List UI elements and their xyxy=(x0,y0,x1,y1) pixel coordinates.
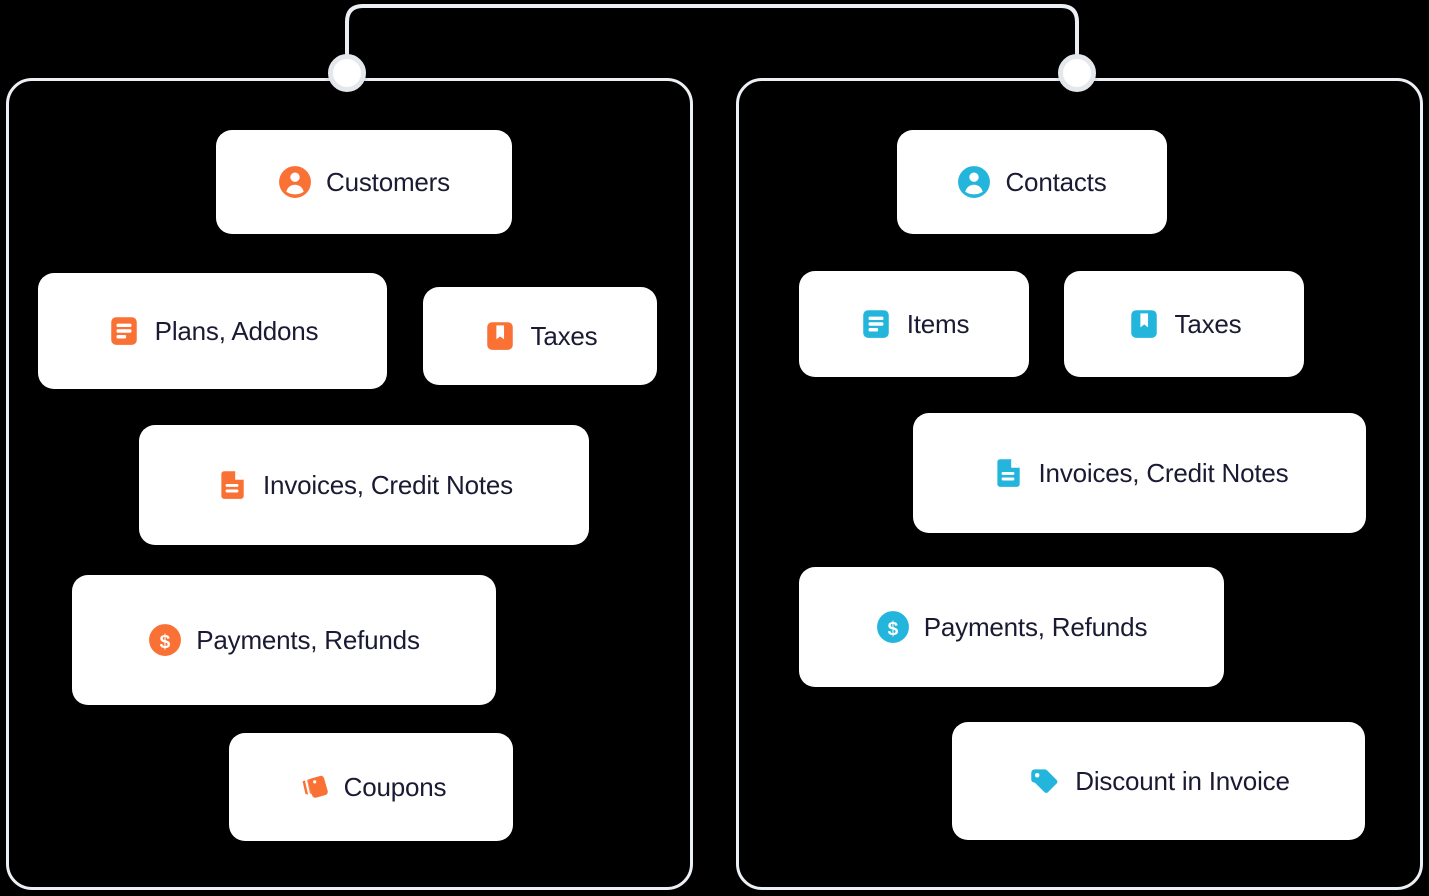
top-bracket-path xyxy=(345,4,1079,75)
card-label: Taxes xyxy=(1174,309,1242,339)
card-invoices-credit-notes-right[interactable]: Invoices, Credit Notes xyxy=(913,413,1366,533)
plans-addons-icon xyxy=(110,317,137,345)
customers-icon xyxy=(279,166,311,198)
contacts-icon xyxy=(958,166,991,198)
items-icon xyxy=(862,310,889,338)
card-label: Taxes xyxy=(530,321,598,351)
card-label: Coupons xyxy=(343,772,447,802)
card-label: Payments, Refunds xyxy=(196,625,420,655)
discount-in-invoice-icon xyxy=(1031,769,1058,793)
payments-refunds-icon: $ xyxy=(876,611,909,643)
card-label: Contacts xyxy=(1005,167,1107,197)
card-payments-refunds-right[interactable]: $ Payments, Refunds xyxy=(799,567,1224,687)
svg-text:$: $ xyxy=(160,632,171,653)
invoices-credit-notes-icon xyxy=(996,459,1020,487)
card-customers[interactable]: Customers xyxy=(216,130,512,234)
coupons-icon xyxy=(302,775,328,798)
connector-node-left xyxy=(328,54,366,92)
card-plans-addons[interactable]: Plans, Addons xyxy=(38,273,387,389)
card-label: Items xyxy=(906,309,970,339)
card-label: Payments, Refunds xyxy=(923,612,1148,642)
card-taxes-left[interactable]: Taxes xyxy=(423,287,657,385)
card-invoices-credit-notes-left[interactable]: Invoices, Credit Notes xyxy=(139,425,589,545)
card-label: Invoices, Credit Notes xyxy=(263,470,513,500)
card-discount-in-invoice[interactable]: Discount in Invoice xyxy=(952,722,1365,840)
invoices-credit-notes-icon xyxy=(221,471,244,499)
card-label: Discount in Invoice xyxy=(1075,766,1290,796)
card-label: Invoices, Credit Notes xyxy=(1038,458,1289,488)
card-items[interactable]: Items xyxy=(799,271,1029,377)
card-contacts[interactable]: Contacts xyxy=(897,130,1167,234)
taxes-icon xyxy=(486,322,513,350)
svg-text:$: $ xyxy=(887,619,898,640)
connector-node-right xyxy=(1058,54,1096,92)
card-taxes-right[interactable]: Taxes xyxy=(1064,271,1304,377)
payments-refunds-icon: $ xyxy=(149,624,182,656)
card-coupons[interactable]: Coupons xyxy=(229,733,513,841)
card-label: Customers xyxy=(326,167,450,197)
card-label: Plans, Addons xyxy=(154,316,319,346)
taxes-icon xyxy=(1130,310,1157,338)
card-payments-refunds-left[interactable]: $ Payments, Refunds xyxy=(72,575,496,705)
